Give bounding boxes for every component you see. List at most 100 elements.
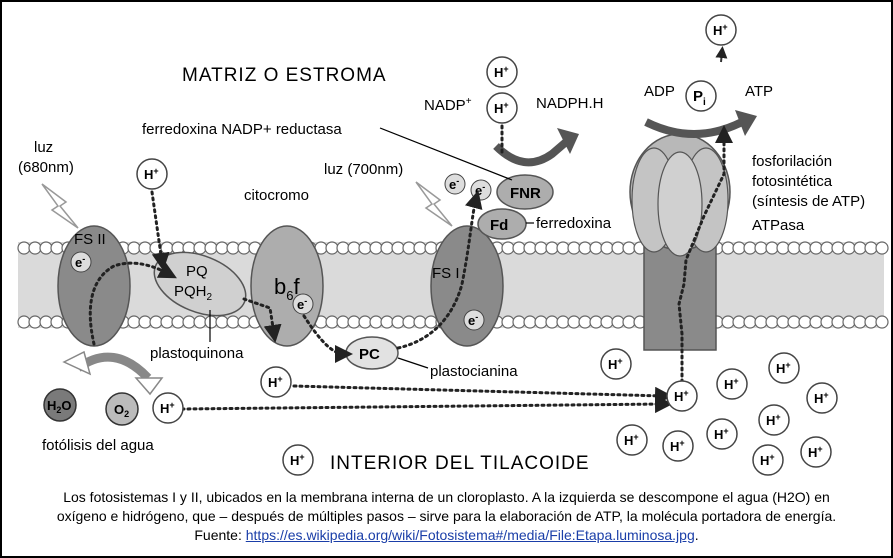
svg-text:e-: e- (297, 296, 307, 312)
proton-badge: H+ (136, 158, 168, 190)
oxygen-molecule: O2 (105, 392, 139, 426)
light-bolt-icon (41, 183, 79, 229)
svg-text:H+: H+ (144, 166, 159, 182)
caption-line-1: Los fotosistemas I y II, ubicados en la … (63, 489, 830, 505)
phosphorylation-label-2: fotosintética (752, 173, 833, 190)
proton-badge: H+ (282, 444, 314, 476)
proton-badge: H+ (486, 56, 518, 88)
svg-text:H+: H+ (494, 100, 509, 116)
fs2-label: FS II (74, 231, 106, 248)
svg-text:H+: H+ (494, 64, 509, 80)
svg-text:H+: H+ (624, 432, 639, 448)
svg-text:H+: H+ (724, 376, 739, 392)
fd-label: Fd (490, 217, 508, 234)
electron-badge: e- (292, 293, 314, 315)
photosystem-2: FS II e- (57, 225, 131, 347)
figure-caption: Los fotosistemas I y II, ubicados en la … (12, 488, 881, 545)
proton-badge: H+ (806, 382, 838, 414)
phosphorylation-label-1: fosforilación (752, 153, 832, 170)
electron-badge: e- (70, 251, 92, 273)
svg-text:e-: e- (468, 312, 478, 328)
nadp-label: NADP+ (424, 96, 472, 114)
proton-badge: H+ (600, 348, 632, 380)
cytochrome-label: citocromo (244, 187, 309, 204)
source-prefix: Fuente: (194, 527, 246, 543)
svg-text:H+: H+ (290, 452, 305, 468)
svg-text:H+: H+ (760, 452, 775, 468)
svg-text:H+: H+ (674, 388, 689, 404)
svg-text:Pi: Pi (693, 88, 706, 108)
fnr-label: FNR (510, 185, 541, 202)
adp-label: ADP (644, 83, 675, 100)
ferredoxin: Fd (477, 208, 527, 240)
source-suffix: . (694, 527, 699, 543)
light-label-right: luz (700nm) (324, 161, 403, 178)
pc-label: PC (359, 346, 380, 363)
phosphorylation-label-3: (síntesis de ATP) (752, 193, 865, 210)
caption-line-2: oxígeno e hidrógeno, que – después de mú… (56, 508, 837, 524)
svg-text:H+: H+ (814, 390, 829, 406)
ferredoxin-label: ferredoxina (536, 215, 612, 232)
electron-badge: e- (444, 173, 466, 195)
electron-badge: e- (463, 309, 485, 331)
proton-badge: H+ (616, 424, 648, 456)
proton-badge: H+ (260, 366, 292, 398)
fs1-label: FS I (432, 265, 460, 282)
atp-curve-arrow (644, 118, 744, 138)
svg-text:H2O: H2O (47, 398, 72, 415)
caption-source: Fuente: https://es.wikipedia.org/wiki/Fo… (12, 526, 881, 545)
proton-badge: H+ (752, 444, 784, 476)
electron-badge: e- (470, 179, 492, 201)
water-molecule: H2O (43, 388, 77, 422)
proton-group: H+ H+ H+ H+ H+ H+ H+ H+ H+ H+ H+ H+ H+ H+ H+ H+ H+ H+ (136, 14, 838, 476)
fnr-enzyme: FNR (496, 174, 554, 210)
proton-badge: H+ (800, 436, 832, 468)
fnr-name-label: ferredoxina NADP+ reductasa (142, 121, 342, 138)
proton-badge: H+ (705, 14, 737, 46)
svg-text:H+: H+ (670, 438, 685, 454)
proton-badge: H+ (662, 430, 694, 462)
svg-text:e-: e- (449, 176, 459, 192)
lumen-label: INTERIOR DEL TILACOIDE (330, 453, 590, 474)
photosynthesis-light-reactions-diagram: MATRIZ O ESTROMA INTERIOR DEL TILACOIDE … (17, 14, 889, 476)
proton-badge: H+ (666, 380, 698, 412)
plastoquinone-label: plastoquinona (150, 345, 244, 362)
b6f-label: b6f (274, 274, 300, 303)
svg-text:H+: H+ (776, 360, 791, 376)
svg-text:H+: H+ (714, 426, 729, 442)
light-label-left: luz (34, 139, 53, 156)
svg-text:H+: H+ (160, 400, 175, 416)
svg-text:H+: H+ (766, 412, 781, 428)
svg-text:O2: O2 (114, 402, 129, 419)
svg-text:H+: H+ (713, 22, 728, 38)
proton-badge: H+ (706, 418, 738, 450)
fnr-pointer (379, 127, 513, 181)
plastocyanin-label: plastocianina (430, 363, 518, 380)
atpase-label: ATPasa (752, 217, 805, 234)
phosphate-badge: Pi (685, 80, 717, 112)
svg-text:H+: H+ (268, 374, 283, 390)
electron-flow-paths (88, 106, 733, 414)
svg-text:H+: H+ (608, 356, 623, 372)
plastocyanin: PC (345, 336, 399, 370)
photosystem-1: FS I e- (430, 225, 504, 347)
plastocyanin-pointer (397, 357, 429, 369)
pqh2-label: PQH2 (174, 283, 213, 303)
proton-badge: H+ (486, 92, 518, 124)
atp-label: ATP (745, 83, 773, 100)
svg-text:e-: e- (75, 254, 85, 270)
proton-exit-arrow (715, 46, 728, 63)
light-bolt-icon (415, 181, 453, 227)
stroma-label: MATRIZ O ESTROMA (182, 65, 387, 86)
nadph-label: NADPH.H (536, 95, 604, 112)
proton-badge: H+ (152, 392, 184, 424)
atp-synthase (629, 133, 731, 351)
light-wavelength-left: (680nm) (18, 159, 74, 176)
nadph-curve-arrow (493, 138, 569, 167)
svg-text:H+: H+ (808, 444, 823, 460)
pq-label: PQ (186, 263, 208, 280)
proton-badge: H+ (768, 352, 800, 384)
source-link[interactable]: https://es.wikipedia.org/wiki/Fotosistem… (245, 527, 695, 543)
plastoquinone-pool: PQ PQH2 (153, 251, 247, 317)
